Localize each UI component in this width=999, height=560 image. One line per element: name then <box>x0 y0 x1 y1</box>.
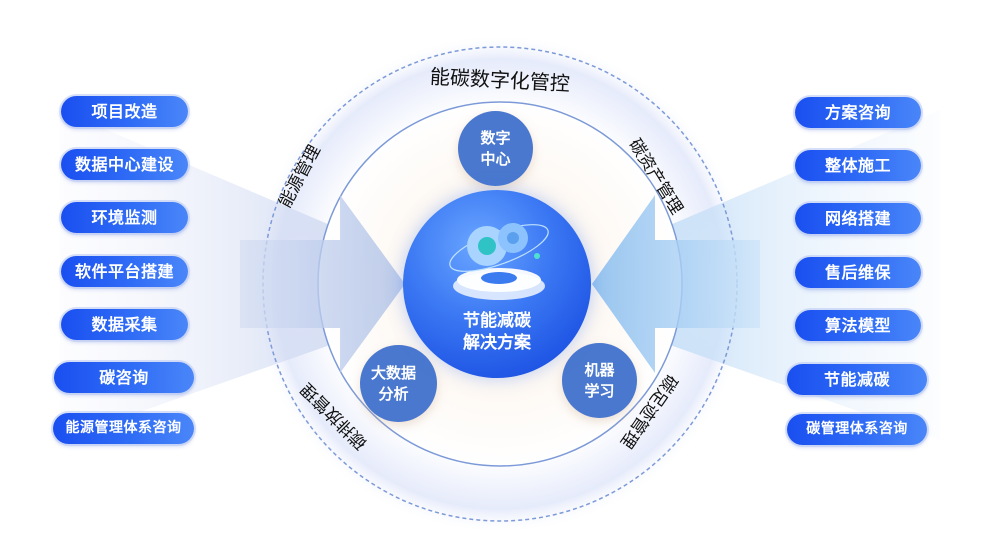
right-item-network-building[interactable]: 网络搭建 <box>795 203 921 234</box>
left-item-carbon-consulting[interactable]: 碳咨询 <box>54 362 194 393</box>
right-item-carbon-management-system-consulting[interactable]: 碳管理体系咨询 <box>787 414 927 445</box>
left-item-project-renovation[interactable]: 项目改造 <box>61 96 188 127</box>
core-title-line2: 解决方案 <box>463 333 531 353</box>
node-big-data-analysis: 大数据分析 <box>360 345 437 422</box>
gear-platform-icon <box>449 223 549 300</box>
right-item-energy-saving-carbon-reduction[interactable]: 节能减碳 <box>787 364 927 395</box>
left-item-data-collection[interactable]: 数据采集 <box>61 309 188 340</box>
right-item-after-sales-maintenance[interactable]: 售后维保 <box>795 257 921 288</box>
core-solution: 节能减碳 解决方案 <box>403 190 591 378</box>
left-item-data-center-construction[interactable]: 数据中心建设 <box>61 149 188 180</box>
left-item-software-platform[interactable]: 软件平台搭建 <box>61 256 188 287</box>
left-item-energy-management-system-consulting[interactable]: 能源管理体系咨询 <box>53 413 194 444</box>
core-title-line1: 节能减碳 <box>463 311 531 331</box>
right-item-algorithm-model[interactable]: 算法模型 <box>795 310 921 341</box>
right-item-solution-consulting[interactable]: 方案咨询 <box>795 97 921 128</box>
node-digital-center: 数字中心 <box>458 111 533 186</box>
node-machine-learning: 机器学习 <box>562 343 637 418</box>
right-item-overall-construction[interactable]: 整体施工 <box>795 150 921 181</box>
left-item-environment-monitoring[interactable]: 环境监测 <box>61 202 188 233</box>
